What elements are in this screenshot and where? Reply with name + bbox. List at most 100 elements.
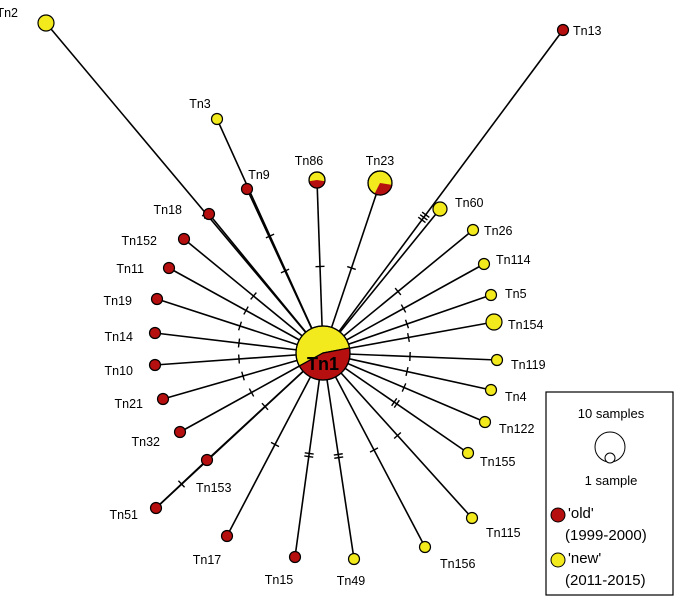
- node-circle: [347, 552, 361, 566]
- node-outline: [367, 170, 393, 196]
- mutation-tick: [369, 447, 379, 453]
- node-circle: [240, 182, 254, 196]
- label-tn86: Tn86: [295, 154, 324, 168]
- node-circle: [484, 288, 498, 302]
- node-tn19: [150, 292, 164, 306]
- node-tn15: [288, 550, 302, 564]
- label-tn19: Tn19: [104, 294, 133, 308]
- legend-size-small-circle: [604, 452, 616, 464]
- node-tn14: [148, 326, 162, 340]
- mutation-tick: [404, 319, 410, 329]
- label-tn18: Tn18: [154, 203, 183, 217]
- node-tn18: [202, 207, 216, 221]
- node-tn3: [210, 112, 224, 126]
- label-tn119: Tn119: [511, 358, 546, 372]
- node-tn114: [477, 257, 491, 271]
- node-circle: [490, 353, 504, 367]
- legend-size-large-label: 10 samples: [578, 406, 645, 421]
- edge-tn155: [322, 352, 469, 454]
- node-circle: [173, 425, 187, 439]
- label-tn9: Tn9: [248, 168, 270, 182]
- mutation-tick: [280, 268, 290, 274]
- mutation-tick: [261, 402, 269, 411]
- node-circle: [150, 292, 164, 306]
- mutation-tick: [417, 216, 426, 224]
- node-circle: [465, 511, 479, 525]
- edge-tn49: [322, 352, 355, 560]
- node-tn10: [148, 358, 162, 372]
- node-tn13: [556, 23, 570, 37]
- node-tn11: [162, 261, 176, 275]
- label-tn153: Tn153: [196, 481, 231, 495]
- node-tn26: [466, 223, 480, 237]
- mutation-tick: [333, 453, 343, 456]
- mutation-tick: [270, 441, 280, 448]
- node-circle: [432, 201, 448, 217]
- hub-label: Tn1: [307, 354, 339, 374]
- node-circle: [37, 14, 55, 32]
- node-circle: [200, 453, 214, 467]
- node-tn119: [490, 353, 504, 367]
- node-circle: [556, 23, 570, 37]
- node-circle: [220, 529, 234, 543]
- mutation-tick: [393, 399, 400, 409]
- mutation-tick: [400, 304, 407, 313]
- node-tn51: [149, 501, 163, 515]
- label-tn156: Tn156: [440, 557, 475, 571]
- legend: 10 samples 1 sample 'old' (1999-2000) 'n…: [545, 391, 674, 596]
- node-tn153: [200, 453, 214, 467]
- mutation-tick: [304, 452, 314, 455]
- mutation-tick: [250, 292, 257, 300]
- hub-outline: [295, 325, 351, 381]
- label-tn4: Tn4: [505, 390, 527, 404]
- node-circle: [418, 540, 432, 554]
- edge-tn2: [45, 22, 324, 354]
- label-tn49: Tn49: [337, 574, 366, 588]
- legend-box: [545, 391, 674, 596]
- mutation-tick: [407, 332, 410, 343]
- node-tn17: [220, 529, 234, 543]
- edge-tn60: [322, 208, 441, 354]
- legend-new-label: 'new': [568, 550, 601, 567]
- legend-size-small-label: 1 sample: [585, 473, 638, 488]
- edge-tn15: [294, 352, 324, 558]
- node-tn152: [177, 232, 191, 246]
- label-tn155: Tn155: [480, 455, 515, 469]
- mutation-tick: [237, 338, 241, 348]
- node-circle: [485, 313, 503, 331]
- label-tn21: Tn21: [115, 397, 144, 411]
- label-tn17: Tn17: [193, 553, 222, 567]
- label-tn152: Tn152: [122, 234, 157, 248]
- legend-new-years: (2011-2015): [565, 572, 646, 589]
- label-tn3: Tn3: [189, 97, 211, 111]
- legend-old-swatch: [550, 507, 566, 523]
- mutation-tick: [393, 431, 402, 440]
- node-tn86: [308, 171, 326, 189]
- node-tn9: [240, 182, 254, 196]
- mutation-tick: [248, 388, 255, 397]
- mutation-tick: [237, 321, 243, 331]
- node-circle: [202, 207, 216, 221]
- node-outline: [308, 171, 326, 189]
- node-circle: [177, 232, 191, 246]
- mutation-tick: [243, 306, 249, 315]
- edge-tn13: [322, 29, 564, 354]
- node-tn32: [173, 425, 187, 439]
- label-tn115: Tn115: [486, 526, 521, 540]
- node-circle: [478, 415, 492, 429]
- node-circle: [484, 383, 498, 397]
- node-circle: [162, 261, 176, 275]
- mutation-tick: [394, 287, 402, 296]
- hub-node-tn1: Tn1: [295, 325, 351, 381]
- label-tn11: Tn11: [116, 262, 144, 276]
- mutation-tick: [241, 371, 245, 381]
- node-tn155: [461, 446, 475, 460]
- node-tn156: [418, 540, 432, 554]
- label-tn23: Tn23: [366, 154, 395, 168]
- node-tn4: [484, 383, 498, 397]
- mutation-tick: [304, 455, 314, 458]
- mutation-tick: [421, 211, 430, 219]
- network-edges: [45, 22, 564, 560]
- node-circle: [466, 223, 480, 237]
